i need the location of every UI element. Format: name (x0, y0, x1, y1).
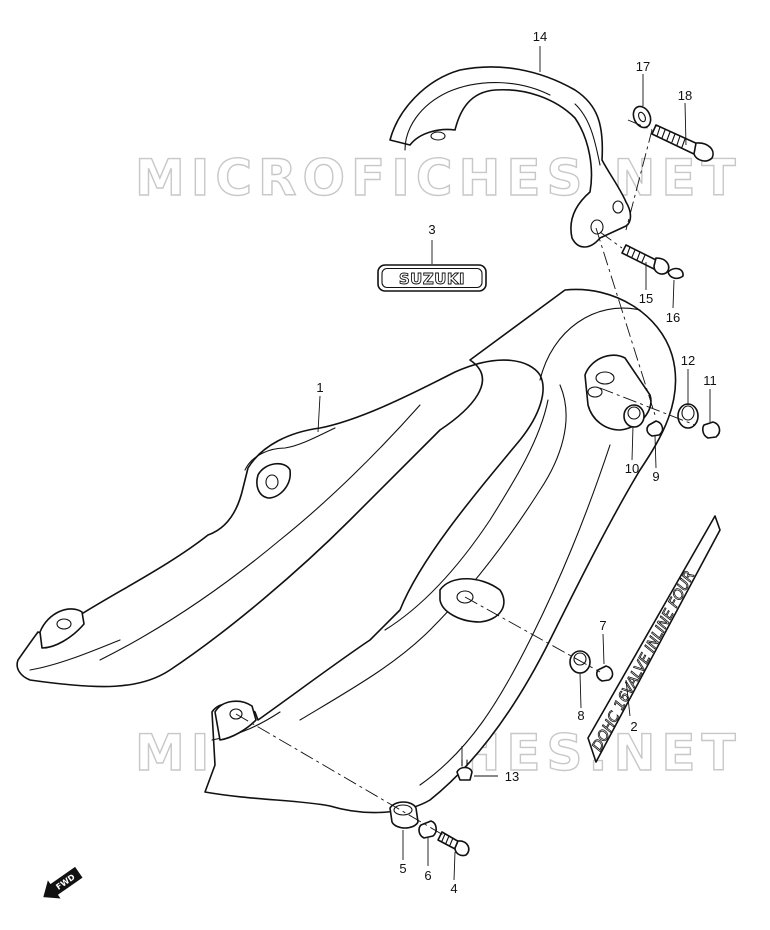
collar-9[interactable] (646, 420, 664, 437)
callout-1[interactable]: 1 (316, 380, 323, 395)
bolt-15[interactable] (621, 244, 670, 275)
callout-9[interactable]: 9 (652, 469, 659, 484)
callout-13[interactable]: 13 (505, 769, 519, 784)
callout-11[interactable]: 11 (703, 373, 717, 388)
callout-18[interactable]: 18 (678, 88, 692, 103)
callout-12[interactable]: 12 (681, 353, 695, 368)
grab-handle[interactable] (389, 66, 632, 248)
fwd-arrow-icon: FWD (43, 866, 83, 899)
callout-5[interactable]: 5 (399, 861, 406, 876)
assembly-line-rear (599, 387, 696, 426)
callout-14[interactable]: 14 (533, 29, 547, 44)
cap-16[interactable] (667, 267, 684, 280)
assembly-line-side (464, 596, 601, 673)
callout-7[interactable]: 7 (599, 618, 606, 633)
callout-8[interactable]: 8 (577, 708, 584, 723)
assembly-line-front (235, 713, 446, 837)
callout-4[interactable]: 4 (450, 881, 457, 896)
watermark-top: MICROFICHES.NET (135, 149, 742, 207)
washer-17[interactable] (630, 104, 654, 131)
callout-2[interactable]: 2 (630, 719, 637, 734)
leader-lines (317, 46, 711, 881)
suzuki-emblem[interactable]: SUZUKI (377, 264, 487, 292)
collar-11[interactable] (702, 421, 721, 439)
callout-10[interactable]: 10 (625, 461, 639, 476)
callout-15[interactable]: 15 (639, 291, 653, 306)
callout-6[interactable]: 6 (424, 868, 431, 883)
grommet-12[interactable] (677, 403, 699, 429)
emblem-text: SUZUKI (399, 270, 465, 288)
clip-13[interactable] (456, 759, 473, 781)
assembly-line-bolt18 (625, 119, 653, 231)
grommet-10[interactable] (623, 404, 645, 428)
collar-6[interactable] (418, 820, 437, 839)
grommet-8[interactable] (569, 650, 591, 674)
assembly-line-handle (595, 227, 656, 416)
callout-3[interactable]: 3 (428, 222, 435, 237)
bolt-4[interactable] (437, 831, 470, 857)
callout-16[interactable]: 16 (666, 310, 680, 325)
bolt-18[interactable] (651, 124, 714, 162)
callout-17[interactable]: 17 (636, 59, 650, 74)
collar-7[interactable] (596, 665, 614, 682)
assembly-line-bolt15 (599, 231, 623, 249)
